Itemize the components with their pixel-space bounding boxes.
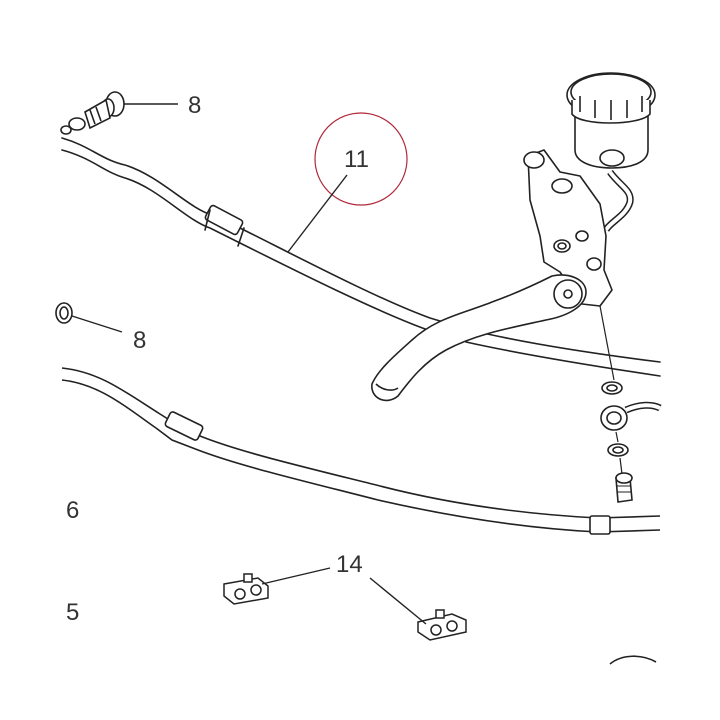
callout-8-mid: 8	[133, 327, 146, 354]
callout-6: 6	[66, 497, 79, 524]
leader-14-right	[369, 577, 427, 625]
leader-8-mid	[71, 315, 123, 333]
banjo-bolt-top	[60, 91, 125, 135]
callout-8-top: 8	[188, 92, 201, 119]
hose-clamp-left	[223, 573, 269, 605]
partial-part-bottom-right	[609, 655, 657, 665]
callout-14: 14	[336, 551, 363, 578]
washer-mid	[55, 302, 73, 324]
brake-master-cylinder	[371, 72, 656, 402]
highlight-circle	[314, 112, 408, 206]
leader-14-left	[261, 567, 331, 585]
leader-11	[287, 174, 348, 253]
lower-brake-hose	[61, 367, 661, 535]
hose-clamp-right	[417, 609, 467, 641]
assembly-axis	[599, 305, 615, 381]
callout-5: 5	[66, 599, 79, 626]
banjo-stack-right	[600, 381, 662, 503]
callout-11: 11	[344, 146, 369, 173]
